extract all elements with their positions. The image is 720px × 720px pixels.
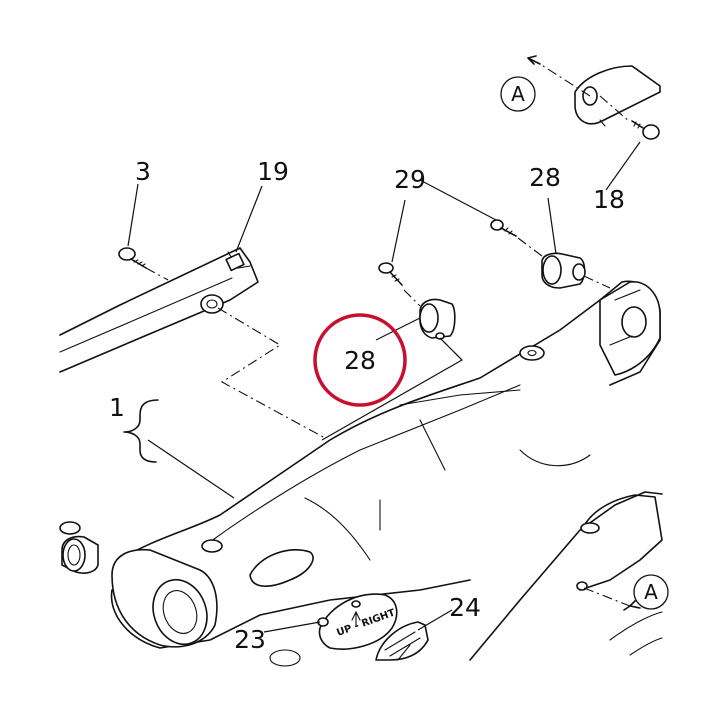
- swingarm-main: [110, 280, 663, 661]
- top-right-bracket: [574, 65, 661, 127]
- arrow-to-a-top: [527, 55, 541, 65]
- reference-a-top: A: [500, 76, 536, 112]
- screw-29-left: [378, 262, 403, 286]
- reference-a-top-letter: A: [511, 82, 525, 106]
- assembly-lines: [145, 63, 631, 607]
- callout-23: 23: [234, 625, 266, 654]
- screw-3: [118, 247, 147, 269]
- callout-28-highlighted: 28: [344, 346, 376, 375]
- callout-3: 3: [135, 157, 151, 186]
- clamp-28-right: [541, 252, 586, 289]
- reference-a-right: A: [633, 574, 669, 610]
- brace-1: [123, 399, 159, 463]
- callout-28-top: 28: [529, 163, 561, 192]
- arrow-to-a-right: [623, 599, 641, 611]
- callout-18: 18: [593, 185, 625, 214]
- chain-slot: [249, 548, 314, 587]
- highlight-28[interactable]: 28: [313, 313, 407, 407]
- upper-left-arm: [59, 247, 259, 373]
- highlight-ring: [313, 313, 407, 407]
- reference-a-right-letter: A: [644, 580, 658, 604]
- screw-29-right: [490, 219, 517, 237]
- callout-24: 24: [449, 593, 481, 622]
- leader-lines: [127, 141, 641, 633]
- callout-29: 29: [394, 165, 426, 194]
- callout-19: 19: [257, 157, 289, 186]
- screw-18: [631, 120, 660, 140]
- plate-23: UP - RIGHT: [317, 593, 398, 650]
- clamp-28-highlighted: [419, 298, 456, 340]
- lower-hole: [269, 649, 301, 667]
- callout-1: 1: [109, 393, 125, 422]
- left-bushing: [59, 521, 99, 574]
- part-24: [375, 621, 429, 661]
